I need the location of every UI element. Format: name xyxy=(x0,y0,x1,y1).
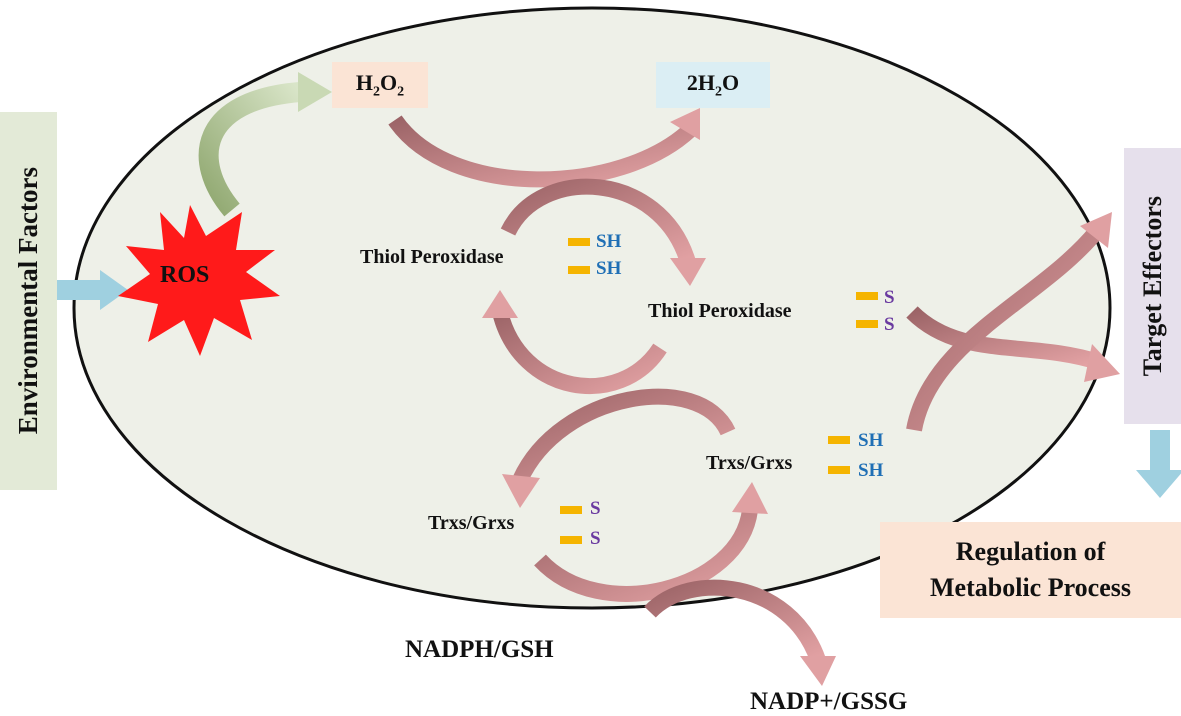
trx-reduced-groups: SH SH xyxy=(858,426,883,486)
nadph-to-nadp-arrowhead xyxy=(800,656,836,686)
thiol-to-target-arrow xyxy=(906,306,1101,370)
target-effectors-label: Target Effectors xyxy=(1137,195,1167,377)
thiol-reduced-label: Thiol Peroxidase xyxy=(360,246,504,268)
regulation-line1: Regulation of xyxy=(955,537,1106,566)
water-prefix: 2H xyxy=(686,69,715,95)
trx-reduced-top: SH xyxy=(858,430,884,451)
thiol-oxidized-bar-top xyxy=(856,292,878,300)
trx-reduced-to-oxidized-arrowhead xyxy=(502,474,540,508)
thiol-oxidized-to-reduced-arrow xyxy=(492,309,667,395)
trx-reduced-bar-bottom xyxy=(828,466,850,474)
thiol-to-target-arrowhead xyxy=(1084,344,1120,382)
h2o2-box: H2O2 xyxy=(332,62,428,108)
h2o2-o: O xyxy=(380,69,398,95)
ros-to-h2o2-arrow xyxy=(198,82,301,217)
thiol-reduced-top: SH xyxy=(596,231,622,252)
nadp-label: NADP+/GSSG xyxy=(750,688,908,715)
trx-reduced-bottom: SH xyxy=(858,460,884,481)
thiol-reduced-bar-bottom xyxy=(568,266,590,274)
trx-reduced-bar-top xyxy=(828,436,850,444)
thiol-reduced-to-oxidized-arrow xyxy=(500,178,696,265)
env-to-ros-arrow xyxy=(56,270,128,310)
trx-oxidized-groups: S S xyxy=(590,494,601,554)
target-to-regulation-arrow xyxy=(1136,430,1181,498)
h2o2-sub1: 2 xyxy=(373,84,380,100)
water-sub: 2 xyxy=(715,84,722,100)
trx-oxidized-bar-top xyxy=(560,506,582,514)
target-effectors-box: Target Effectors xyxy=(1124,148,1181,424)
trx-reduced-to-oxidized-arrow xyxy=(512,388,736,484)
trx-oxidized-bar-bottom xyxy=(560,536,582,544)
regulation-box: Regulation of Metabolic Process xyxy=(880,522,1181,618)
cell-ellipse xyxy=(72,6,1112,610)
thiol-oxidized-to-reduced-arrowhead xyxy=(482,290,518,318)
ros-starburst xyxy=(118,205,280,356)
environmental-factors-box: Environmental Factors xyxy=(0,112,57,490)
water-box: 2H2O xyxy=(656,62,770,108)
thiol-reduced-groups: SH SH xyxy=(596,228,621,282)
trx-oxidized-bottom: S xyxy=(590,528,601,549)
thiol-oxidized-top: S xyxy=(884,287,895,308)
thiol-reduced-bar-top xyxy=(568,238,590,246)
trx-oxidized-label: Trxs/Grxs xyxy=(428,512,515,534)
thiol-oxidized-label: Thiol Peroxidase xyxy=(648,300,792,322)
thiol-reduced-to-oxidized-arrowhead xyxy=(670,258,706,286)
thiol-oxidized-bottom: S xyxy=(884,314,895,335)
trx-oxidized-top: S xyxy=(590,498,601,519)
water-formula: 2H2O xyxy=(687,70,739,100)
h2o2-h: H xyxy=(355,69,373,95)
thiol-oxidized-groups: S S xyxy=(884,284,895,338)
h2o2-to-water-arrowhead xyxy=(670,108,700,140)
h2o2-to-water-arrow xyxy=(388,115,696,188)
trx-reduced-label: Trxs/Grxs xyxy=(706,452,793,474)
thiol-reduced-bottom: SH xyxy=(596,258,622,279)
trx-oxidized-to-reduced-arrow xyxy=(534,508,758,602)
ros-to-h2o2-arrowhead xyxy=(298,72,332,112)
trx-oxidized-to-reduced-arrowhead xyxy=(732,482,768,514)
thiol-oxidized-bar-bottom xyxy=(856,320,878,328)
water-suffix: O xyxy=(722,69,740,95)
h2o2-formula: H2O2 xyxy=(356,70,404,100)
nadph-to-nadp-arrow xyxy=(644,579,826,663)
ros-label: ROS xyxy=(160,262,210,288)
environmental-factors-label: Environmental Factors xyxy=(13,167,43,435)
h2o2-sub2: 2 xyxy=(397,84,405,100)
trx-to-target-arrowhead xyxy=(1080,212,1112,248)
nadph-label: NADPH/GSH xyxy=(405,636,554,663)
trx-to-target-arrow xyxy=(906,226,1103,432)
regulation-line2: Metabolic Process xyxy=(930,573,1131,602)
